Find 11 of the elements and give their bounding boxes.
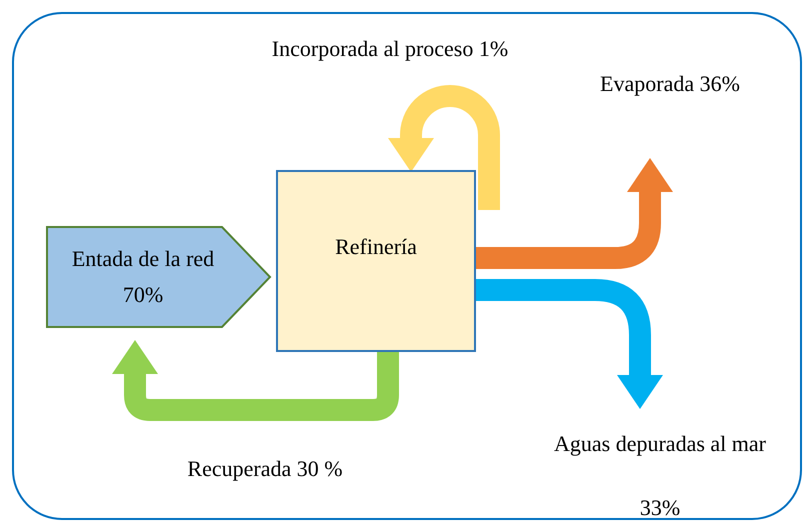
flow-arrow — [112, 340, 399, 421]
output-label: 33% — [640, 494, 680, 522]
process-box — [276, 170, 476, 352]
flow-arrow — [388, 85, 500, 210]
output-label: Aguas depuradas al mar — [554, 430, 766, 458]
output-label: Evaporada 36% — [600, 70, 740, 98]
node-label: Refinería — [335, 233, 417, 261]
node-label: Entada de la red 70% — [72, 246, 214, 307]
input-arrow-shape — [46, 226, 272, 328]
flow-arrow — [476, 279, 663, 409]
flow-arrow — [476, 158, 673, 269]
